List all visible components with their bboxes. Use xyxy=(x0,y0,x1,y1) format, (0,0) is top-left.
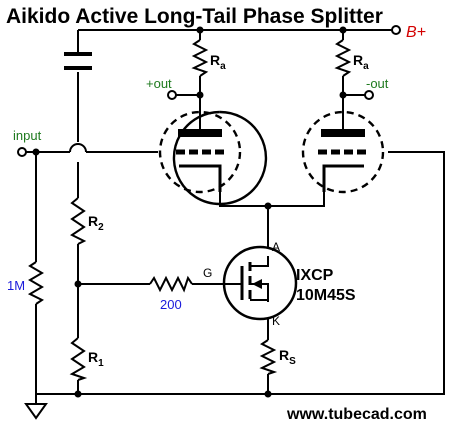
mosfet-part-line2: 10M45S xyxy=(296,287,356,304)
mosfet xyxy=(222,245,298,321)
ground-icon xyxy=(24,403,48,420)
junction-dots xyxy=(32,26,347,398)
minus-out-terminal xyxy=(364,90,374,100)
plus-out-label: +out xyxy=(146,76,172,91)
ra-right-label: Ra xyxy=(353,52,369,72)
gate-resistor-label: 200 xyxy=(160,297,182,312)
page-title: Aikido Active Long-Tail Phase Splitter xyxy=(6,5,383,28)
terminals xyxy=(17,25,401,157)
triode-left-plate xyxy=(178,129,222,137)
triode-right-cathode xyxy=(322,164,364,192)
resistor-r2 xyxy=(70,197,87,245)
ra-left-label: Ra xyxy=(210,52,226,72)
triode-left xyxy=(158,110,268,206)
resistor-r1 xyxy=(69,337,88,381)
triode-right xyxy=(301,110,385,194)
source-pin-label: K xyxy=(272,314,280,328)
coupling-capacitor xyxy=(64,52,92,70)
resistor-1m xyxy=(27,261,44,305)
triode-right-envelope xyxy=(301,110,385,194)
bplus-terminal xyxy=(391,25,401,35)
triode-right-plate xyxy=(321,129,365,137)
input-label: input xyxy=(13,128,42,143)
minus-out-label: -out xyxy=(366,76,389,91)
r2-label: R2 xyxy=(88,213,104,233)
drain-pin-label: A xyxy=(272,240,280,254)
resistor-ra-left xyxy=(191,39,209,77)
bplus-label: B+ xyxy=(406,24,426,41)
website-label: www.tubecad.com xyxy=(286,406,427,423)
plus-out-terminal xyxy=(167,90,177,100)
r1-label: R1 xyxy=(88,349,104,369)
resistor-gate xyxy=(149,275,193,293)
gate-pin-label: G xyxy=(203,266,212,280)
resistor-rs xyxy=(259,339,278,375)
mosfet-arrow xyxy=(252,279,262,289)
rs-label: RS xyxy=(279,347,296,367)
mosfet-part-line1: IXCP xyxy=(296,267,334,284)
triode-left-envelope xyxy=(158,110,242,194)
resistor-ra-right xyxy=(334,39,352,77)
input-terminal xyxy=(17,147,27,157)
triode-left-cathode xyxy=(179,164,222,192)
one-meg-label: 1M xyxy=(7,278,25,293)
